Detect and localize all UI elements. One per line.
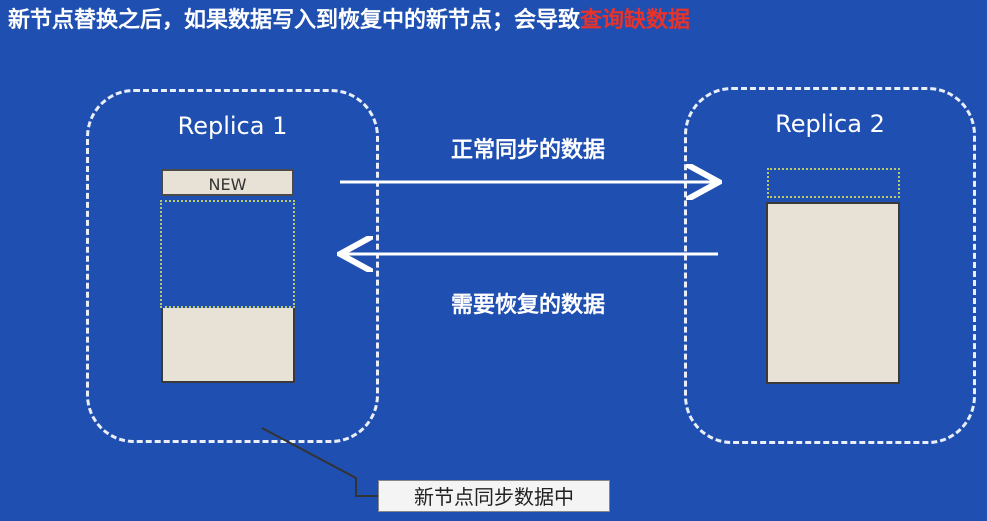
sync-arrow-label: 正常同步的数据 (450, 138, 605, 163)
replica-2-box: Replica 2 (684, 87, 976, 444)
replica-1-title: Replica 1 (177, 112, 288, 140)
headline: 新节点替换之后，如果数据写入到恢复中的新节点；会导致查询缺数据 (8, 6, 978, 36)
callout-box: 新节点同步数据中 (378, 480, 610, 512)
replica-2-missing-block (767, 168, 900, 198)
replica-2-data-block (766, 202, 900, 384)
new-data-block: NEW (161, 169, 294, 196)
replica-2-title: Replica 2 (775, 110, 885, 138)
headline-highlight: 查询缺数据 (580, 8, 691, 33)
replica-1-data-block (161, 308, 295, 383)
missing-data-block (160, 200, 295, 308)
headline-text: 新节点替换之后，如果数据写入到恢复中的新节点；会导致 (8, 8, 581, 33)
callout-leader-line (261, 427, 378, 497)
replica-1-box: Replica 1 (86, 89, 379, 443)
recover-arrow-label: 需要恢复的数据 (450, 293, 605, 318)
